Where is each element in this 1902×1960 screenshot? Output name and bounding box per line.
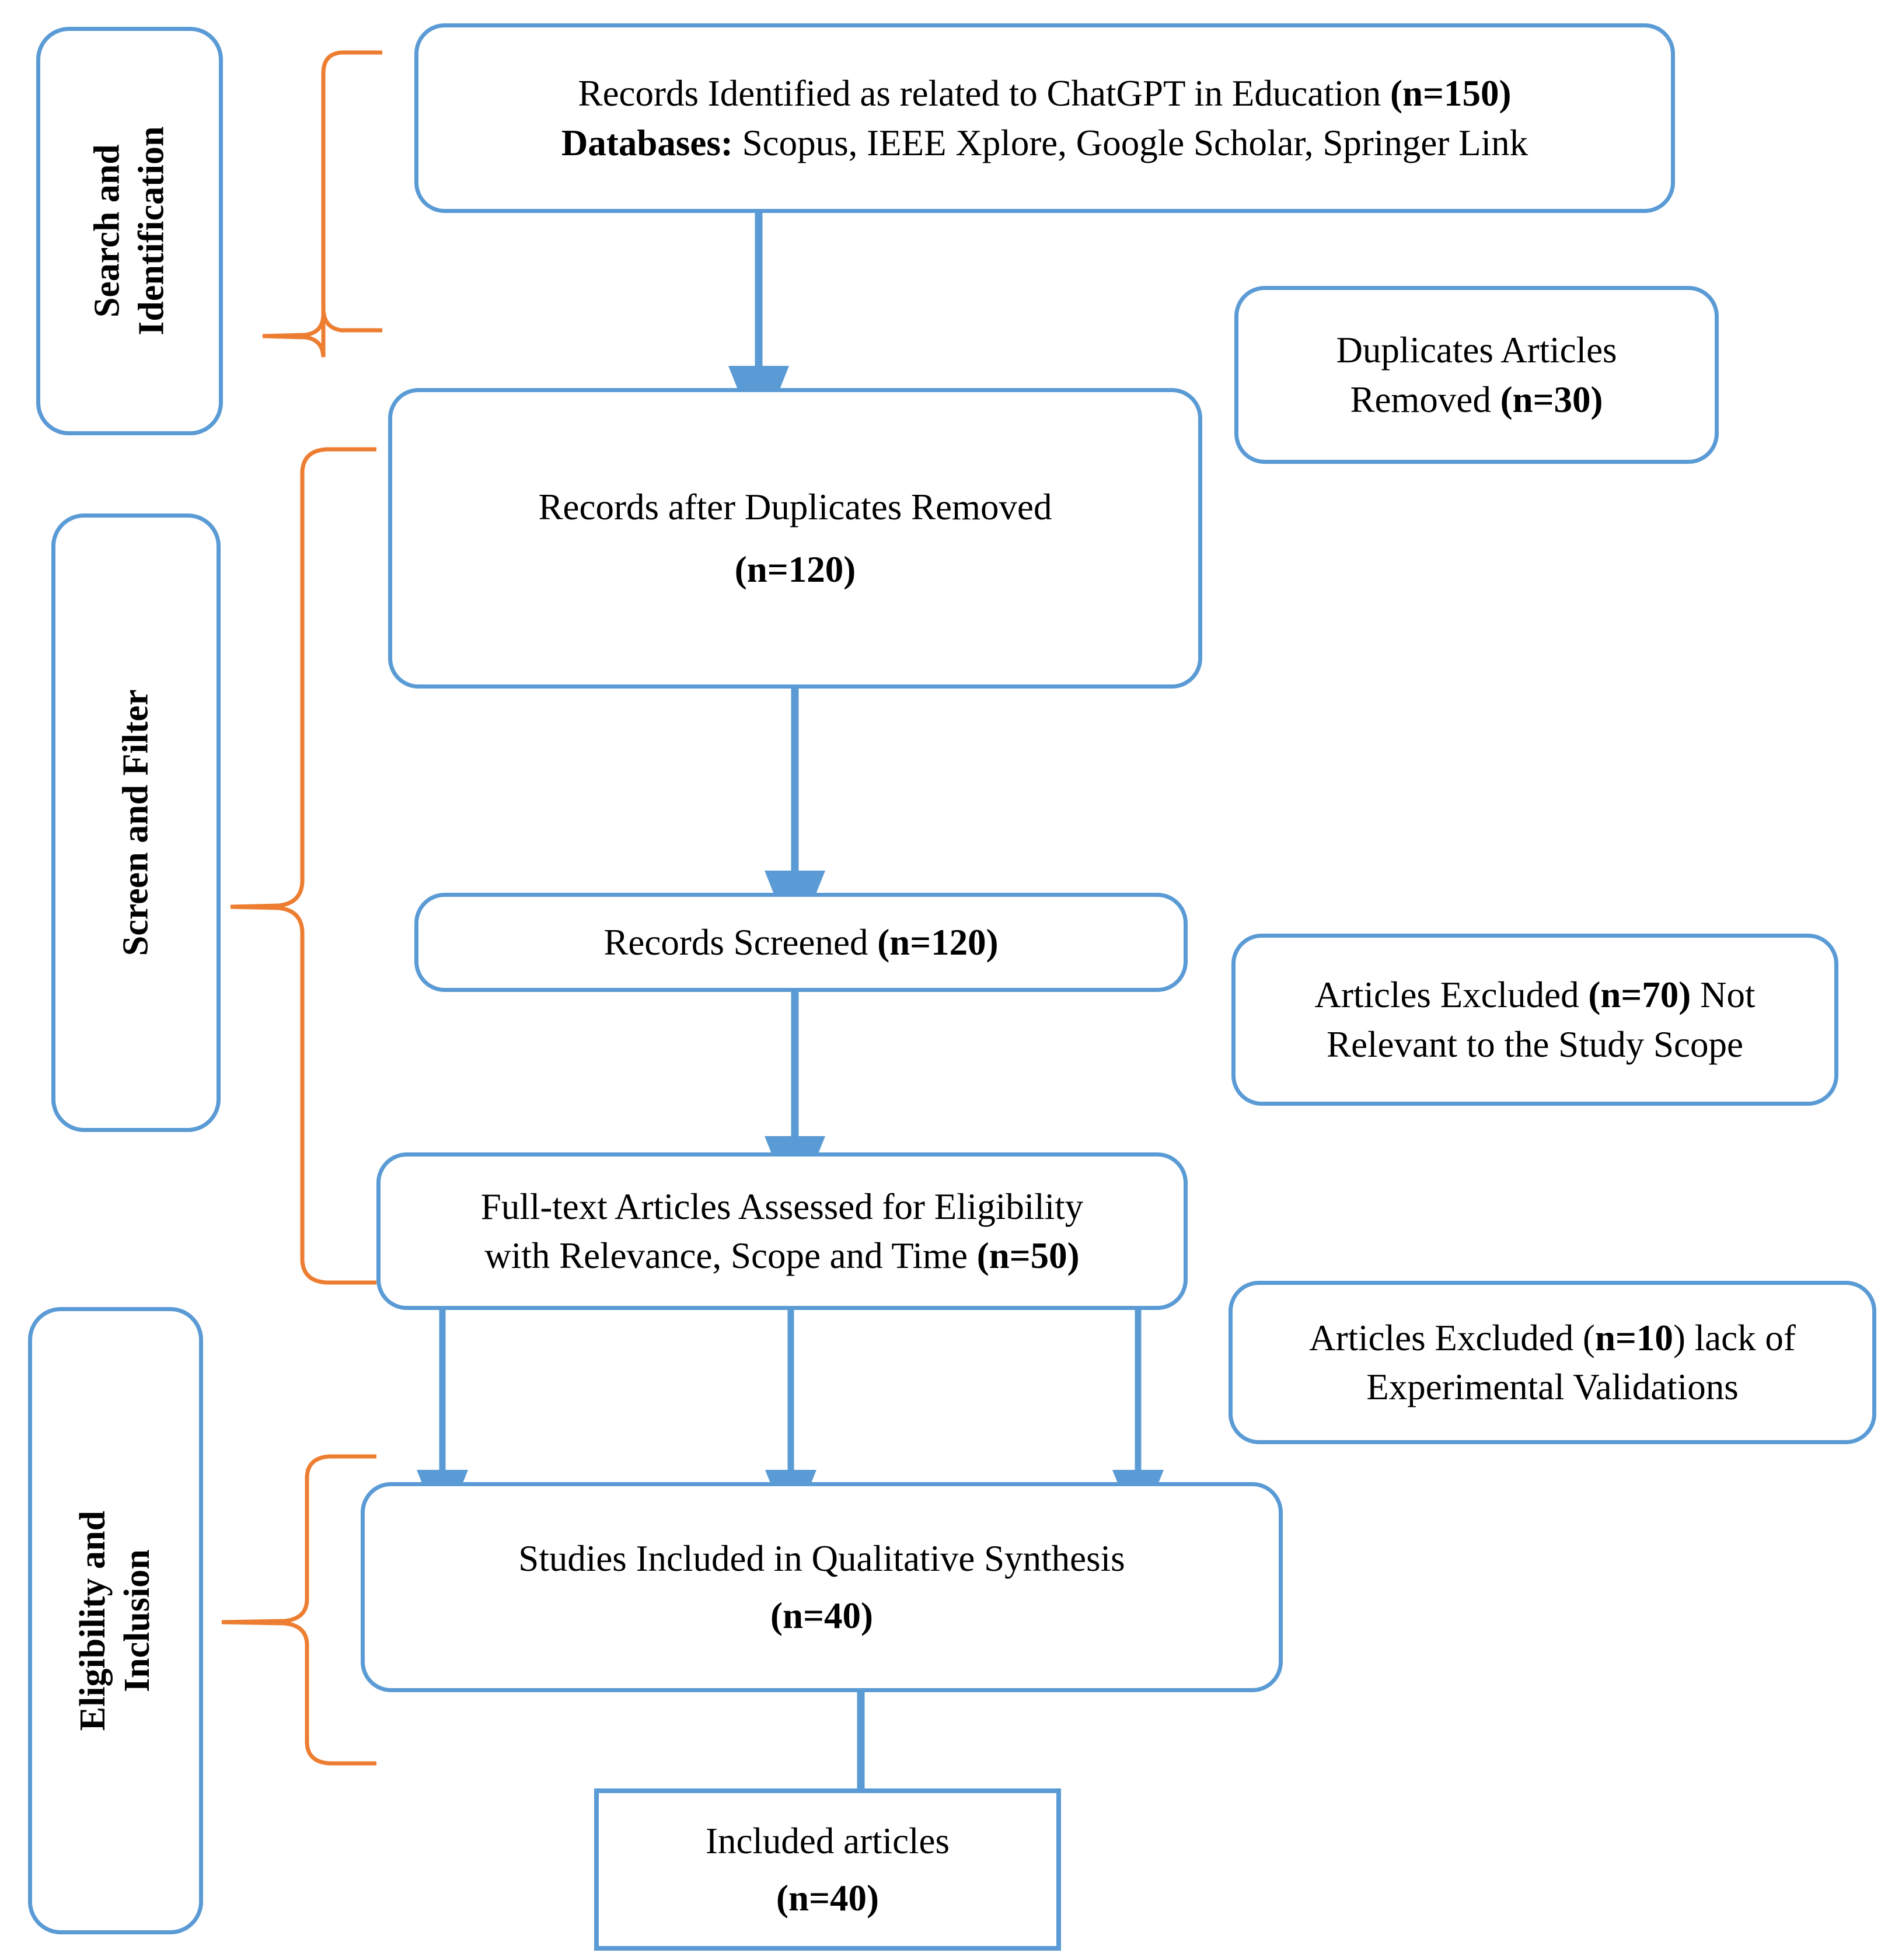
bracket-search-identification [262, 50, 382, 358]
node-included-articles-line-1: Included articles [705, 1820, 950, 1861]
node-articles-excluded-scope: Articles Excluded (n=70) Not Relevant to… [1231, 934, 1838, 1106]
node-studies-included-line-2: (n=40) [770, 1595, 873, 1636]
node-duplicates-removed: Duplicates Articles Removed (n=30) [1234, 286, 1719, 464]
node-articles-excluded-validation-line-2: Experimental Validations [1366, 1367, 1739, 1407]
phase-screen-filter-label: Screen and Filter [116, 689, 156, 956]
node-records-screened: Records Screened (n=120) [414, 893, 1188, 992]
node-fulltext-assessed-line-2: with Relevance, Scope and Time (n=50) [484, 1235, 1080, 1276]
node-records-identified-line-1: Records Identified as related to ChatGPT… [578, 73, 1512, 114]
node-fulltext-assessed: Full-text Articles Assessed for Eligibil… [376, 1152, 1188, 1310]
node-records-after-duplicates-line-2: (n=120) [734, 548, 856, 590]
bracket-eligibility-inclusion [221, 1454, 376, 1766]
node-records-screened-line-1: Records Screened (n=120) [603, 921, 999, 963]
node-studies-included: Studies Included in Qualitative Synthesi… [361, 1482, 1283, 1692]
node-included-articles-line-2: (n=40) [776, 1878, 879, 1919]
phase-eligibility-inclusion: Eligibility and Inclusion [28, 1307, 203, 1934]
node-records-identified: Records Identified as related to ChatGPT… [414, 23, 1675, 213]
node-records-after-duplicates: Records after Duplicates Removed (n=120) [388, 388, 1202, 689]
phase-search-identification: Search and Identification [36, 27, 223, 435]
node-articles-excluded-scope-line-2: Relevant to the Study Scope [1327, 1023, 1743, 1065]
node-fulltext-assessed-line-1: Full-text Articles Assessed for Eligibil… [480, 1186, 1084, 1227]
phase-search-identification-label: Search and Identification [87, 126, 172, 336]
node-records-identified-line-2: Databases: Scopus, IEEE Xplore, Google S… [561, 122, 1528, 163]
node-included-articles: Included articles (n=40) [594, 1788, 1061, 1951]
node-articles-excluded-scope-line-1: Articles Excluded (n=70) Not [1314, 974, 1756, 1016]
phase-screen-filter: Screen and Filter [51, 513, 221, 1132]
phase-eligibility-inclusion-label: Eligibility and Inclusion [73, 1510, 157, 1731]
node-duplicates-removed-line-2: Removed (n=30) [1350, 379, 1603, 420]
bracket-screen-filter [230, 447, 376, 1285]
node-articles-excluded-validation: Articles Excluded (n=10) lack of Experim… [1229, 1281, 1876, 1444]
node-records-after-duplicates-line-1: Records after Duplicates Removed [538, 487, 1052, 528]
node-articles-excluded-validation-line-1: Articles Excluded (n=10) lack of [1309, 1317, 1796, 1358]
node-duplicates-removed-line-1: Duplicates Articles [1336, 330, 1617, 371]
node-studies-included-line-1: Studies Included in Qualitative Synthesi… [518, 1538, 1125, 1579]
